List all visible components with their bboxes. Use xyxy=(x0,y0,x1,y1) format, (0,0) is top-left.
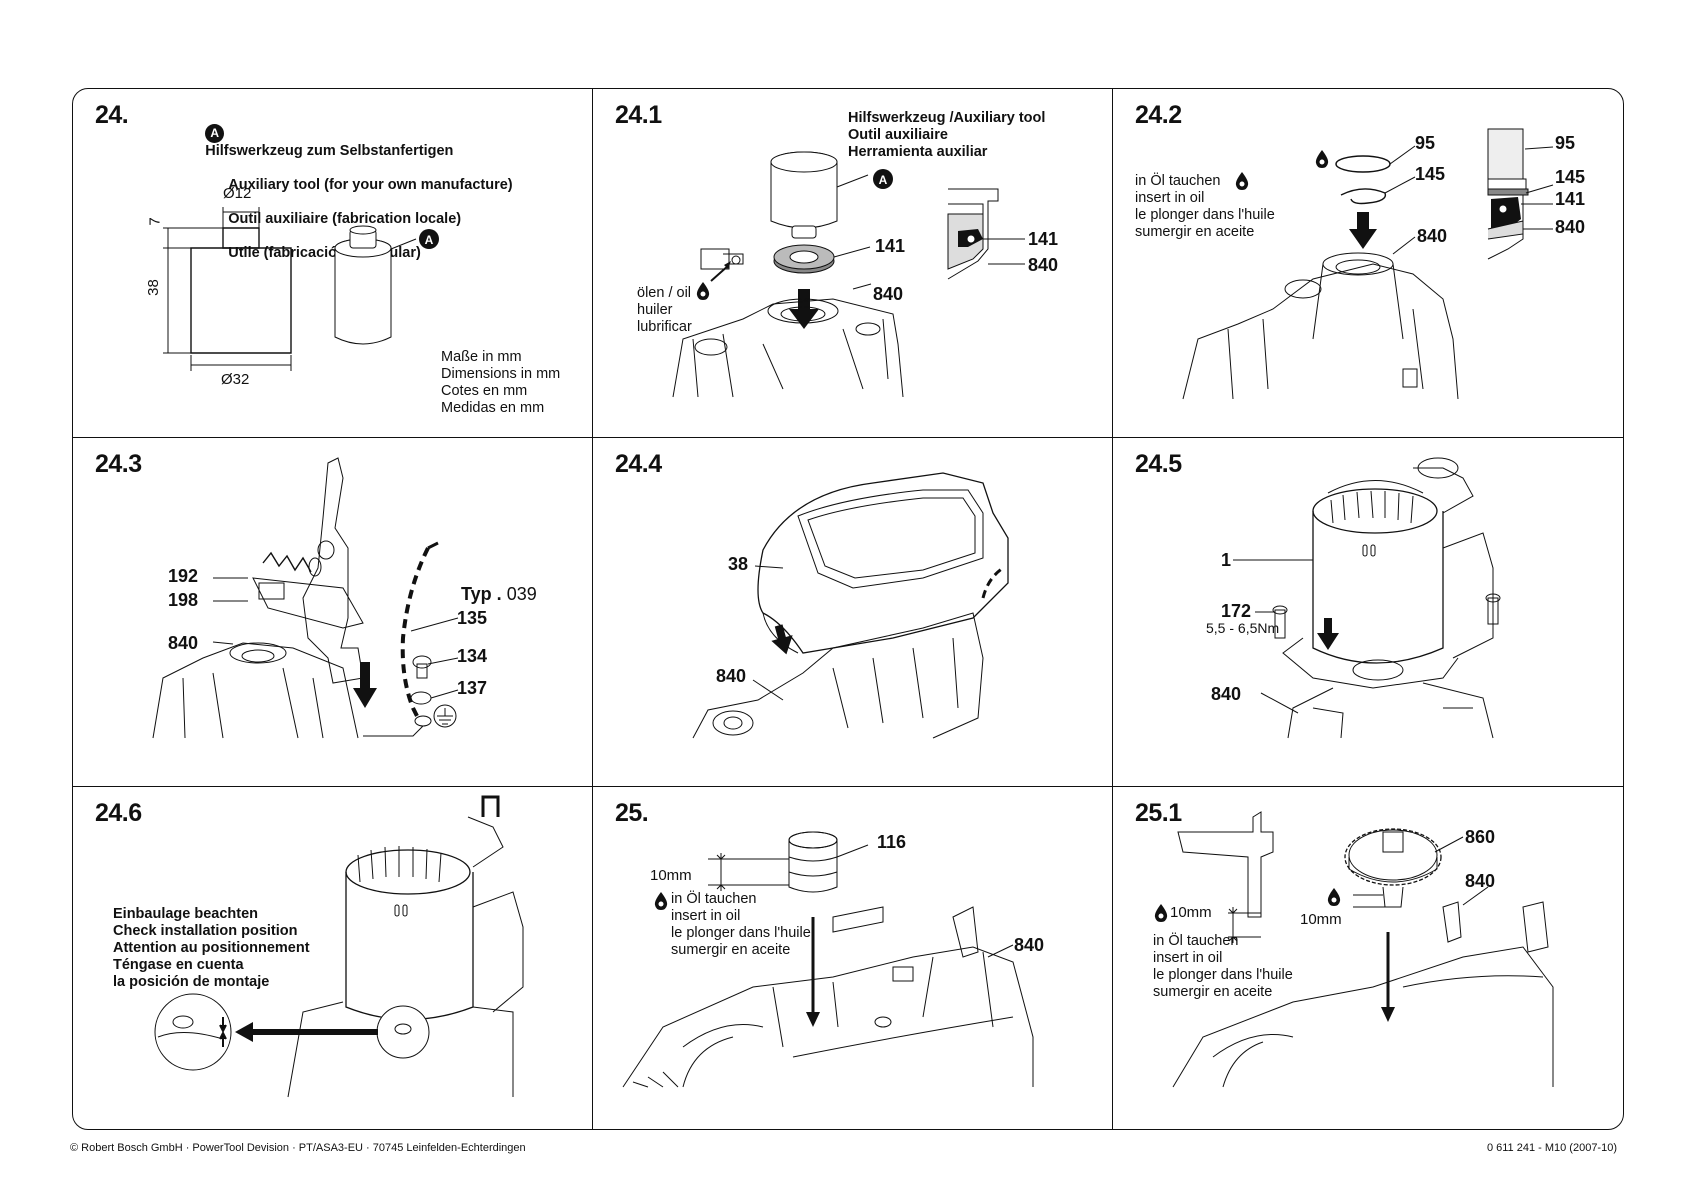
footer-copyright: © Robert Bosch GmbH · PowerTool Devision… xyxy=(70,1142,526,1154)
label-95-detail: 95 xyxy=(1555,133,1576,153)
footer-doc-id: 0 611 241 - M10 (2007-10) xyxy=(1486,1142,1617,1154)
title-line-de: Hilfswerkzeug zum Selbstanfertigen xyxy=(205,143,454,159)
units-note: Maße in mm Dimensions in mm Cotes en mm … xyxy=(441,349,561,416)
badge-a: A xyxy=(205,124,225,143)
oil-drop-icon xyxy=(1154,904,1168,922)
instruction-sheet: 24. A Hilfswerkzeug zum Selbstanfertigen… xyxy=(72,88,1624,1130)
label-95: 95 xyxy=(1415,133,1436,153)
panel-25: 25. 10mm in Öl tauchen insert in oil le … xyxy=(593,787,1113,1129)
label-840: 840 xyxy=(1417,226,1448,246)
panel-24-2: 24.2 in Öl tauchen insert in oil le plon… xyxy=(1113,89,1623,438)
label-840: 840 xyxy=(716,666,747,686)
gear-insertion-drawing xyxy=(1113,787,1623,1129)
dim-d32: Ø32 xyxy=(221,371,250,388)
panel-24-1: 24.1 Hilfswerkzeug /Auxiliary tool Outil… xyxy=(593,89,1113,438)
step-number: 24.5 xyxy=(1135,450,1182,478)
label-141-detail: 141 xyxy=(1028,229,1059,249)
type-note: Typ . 039 xyxy=(461,583,537,605)
motor-housing-drawing xyxy=(1113,438,1623,786)
panel-24-4: 24.4 38 840 xyxy=(593,438,1113,787)
label-840-detail: 840 xyxy=(1028,255,1059,275)
oil-drop-icon xyxy=(696,282,710,300)
panel-25-1: 25.1 10mm 10mm in Öl tauchen insert in o… xyxy=(1113,787,1623,1129)
step-number: 25.1 xyxy=(1135,799,1182,827)
oil-drop-icon xyxy=(1235,172,1249,190)
label-134: 134 xyxy=(457,646,488,666)
torque-spec: 5,5 - 6,5Nm xyxy=(1206,620,1280,636)
dim-10mm-left: 10mm xyxy=(1170,904,1212,921)
label-141: 141 xyxy=(875,236,906,256)
label-172: 172 xyxy=(1221,601,1252,621)
step-number: 24.2 xyxy=(1135,101,1182,129)
title-line-en: Auxiliary tool (for your own manufacture… xyxy=(228,177,513,193)
panel-24-3: 24.3 xyxy=(73,438,593,787)
bearing-insertion-drawing xyxy=(593,787,1112,1129)
o-ring-assembly-drawing xyxy=(1113,89,1623,437)
dim-d12: Ø12 xyxy=(223,185,252,202)
step-number: 24.4 xyxy=(615,450,662,478)
title-line-fr: Outil auxiliaire (fabrication locale) xyxy=(228,211,462,227)
step-number: 24.3 xyxy=(95,450,142,478)
dim-7: 7 xyxy=(146,217,164,226)
label-38: 38 xyxy=(728,554,749,574)
oil-note: in Öl tauchen insert in oil le plonger d… xyxy=(1135,173,1275,240)
oil-drop-icon-2 xyxy=(1327,888,1341,906)
panel-24-5: 24.5 xyxy=(1113,438,1623,787)
oil-drop-icon-2 xyxy=(1315,150,1329,168)
label-840-detail: 840 xyxy=(1555,217,1586,237)
label-192: 192 xyxy=(168,566,199,586)
type-label: Typ . xyxy=(461,584,502,604)
dim-10mm: 10mm xyxy=(650,867,692,884)
type-value: 039 xyxy=(506,584,537,604)
panel-24: 24. A Hilfswerkzeug zum Selbstanfertigen… xyxy=(73,89,593,438)
oil-drop-icon xyxy=(654,892,668,910)
installation-position-drawing xyxy=(73,787,592,1129)
tool-dimension-drawing: A xyxy=(73,89,439,437)
oil-note: ölen / oil huiler lubrificar xyxy=(637,285,692,335)
label-137: 137 xyxy=(457,678,488,698)
step-number: 24.6 xyxy=(95,799,142,827)
label-1: 1 xyxy=(1221,550,1232,570)
step-number: 24.1 xyxy=(615,101,662,129)
label-135: 135 xyxy=(457,608,488,628)
label-116: 116 xyxy=(877,832,907,852)
step-number: 25. xyxy=(615,799,649,827)
aux-tool-title: Hilfswerkzeug /Auxiliary tool Outil auxi… xyxy=(848,110,1046,160)
oil-note: in Öl tauchen insert in oil le plonger d… xyxy=(671,891,811,958)
oil-note: in Öl tauchen insert in oil le plonger d… xyxy=(1153,933,1293,1000)
svg-text:A: A xyxy=(425,233,434,247)
label-145: 145 xyxy=(1415,164,1446,184)
panel-24-6: 24.6 Einbaulage beachten Check installat… xyxy=(73,787,593,1129)
step-number: 24. xyxy=(95,101,129,129)
svg-text:A: A xyxy=(879,173,888,187)
installation-note: Einbaulage beachten Check installation p… xyxy=(113,906,310,990)
label-198: 198 xyxy=(168,590,199,610)
label-141-detail: 141 xyxy=(1555,189,1586,209)
label-840: 840 xyxy=(1465,871,1496,891)
dim-10mm-gear: 10mm xyxy=(1300,911,1342,928)
label-840: 840 xyxy=(873,284,904,304)
label-145-detail: 145 xyxy=(1555,167,1586,187)
label-840: 840 xyxy=(1014,935,1045,955)
seal-insertion-drawing: A xyxy=(593,89,1112,437)
dim-38: 38 xyxy=(144,279,162,296)
label-840: 840 xyxy=(1211,684,1242,704)
label-860: 860 xyxy=(1465,827,1496,847)
cover-fitting-drawing xyxy=(593,438,1112,786)
label-840: 840 xyxy=(168,633,199,653)
ground-lead-drawing xyxy=(73,438,592,786)
